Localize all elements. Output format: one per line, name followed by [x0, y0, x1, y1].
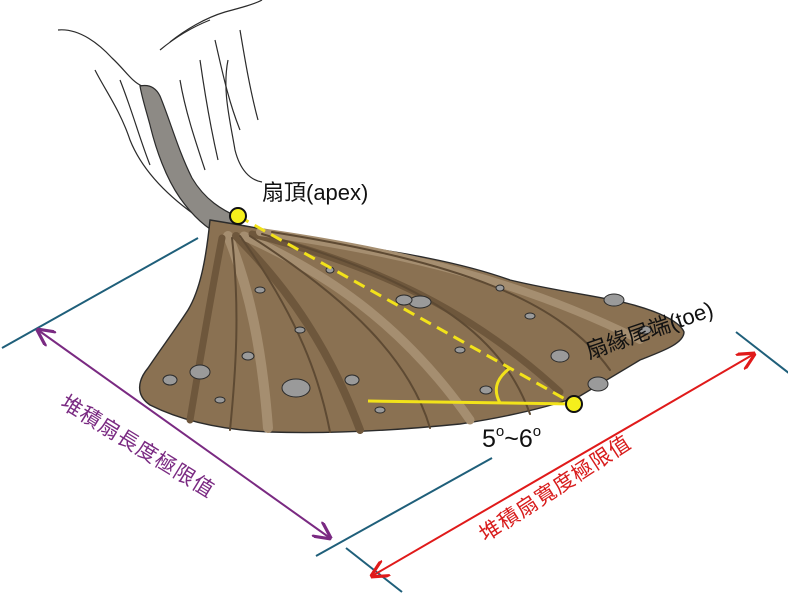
mountain-slopes: [57, 0, 263, 216]
width-limit-arrow: [372, 354, 754, 576]
gully: [139, 84, 242, 237]
length-limit-arrow: [38, 330, 330, 538]
slope-angle-label: 5o~6o: [482, 424, 541, 452]
angle-low: 5: [482, 425, 496, 453]
apex-label: 扇頂(apex): [262, 180, 369, 205]
angle-high: ~6: [504, 425, 533, 453]
degree-mark-2: o: [532, 423, 542, 440]
degree-mark-1: o: [495, 423, 505, 440]
fan-streaks: [186, 228, 644, 434]
apex-marker: [229, 207, 247, 225]
toe-marker: [565, 395, 583, 413]
apex-toe-dashed-line: [237, 214, 575, 406]
